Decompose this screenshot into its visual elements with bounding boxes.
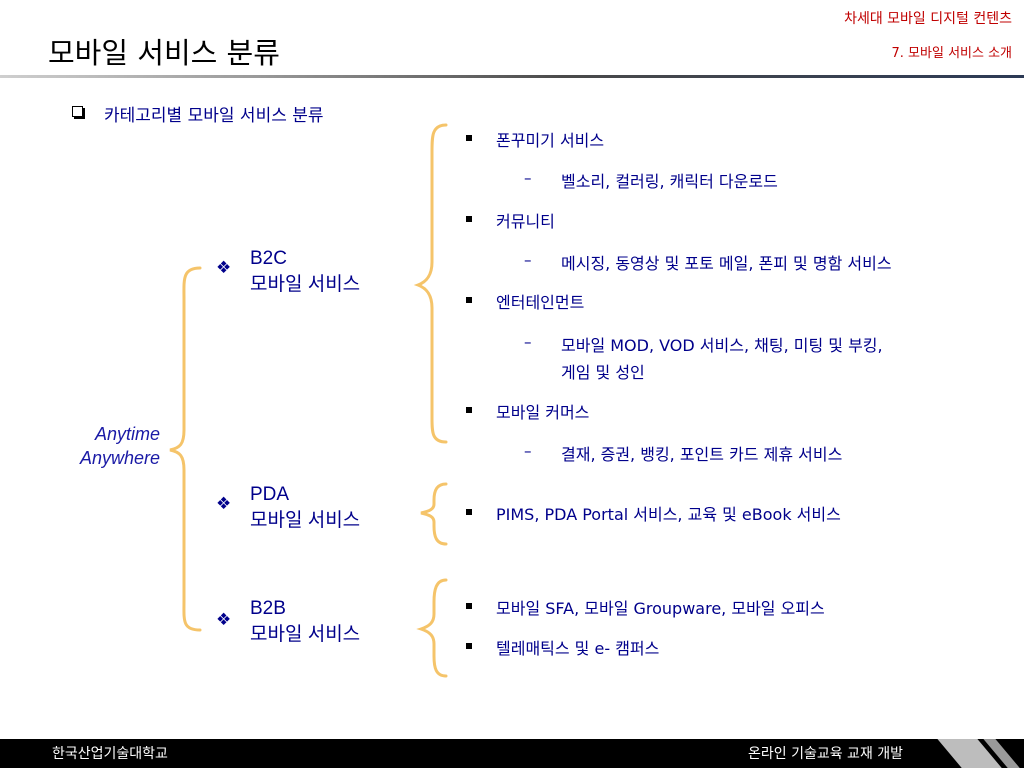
list-bullet [466,135,472,141]
category-pda-name: PDA [250,484,290,505]
list-bullet [466,407,472,413]
section-title: 카테고리별 모바일 서비스 분류 [104,106,324,126]
sub-list-item: 결재, 증권, 뱅킹, 포인트 카드 제휴 서비스 [561,445,843,464]
list-item: PIMS, PDA Portal 서비스, 교육 및 eBook 서비스 [496,505,841,524]
sub-list-item: 모바일 MOD, VOD 서비스, 채팅, 미팅 및 부킹, [561,336,883,355]
sub-bullet-dash: – [524,442,532,460]
list-bullet [466,297,472,303]
list-item: 텔레매틱스 및 e- 캠퍼스 [496,639,660,658]
sub-bullet-dash: – [524,251,532,269]
category-bullet-icon: ❖ [216,494,232,514]
list-item: 모바일 커머스 [496,403,590,422]
sub-bullet-dash: – [524,333,532,351]
footer-bar: 한국산업기술대학교 온라인 기술교육 교재 개발 [0,739,1024,768]
pda-brace [420,482,448,546]
root-label-anytime: Anytime [94,424,160,444]
list-item: 커뮤니티 [496,212,555,231]
category-b2c: B2C 모바일 서비스 [250,246,360,298]
footer-caption: 온라인 기술교육 교재 개발 [748,746,904,762]
category-b2b: B2B 모바일 서비스 [250,596,360,648]
list-bullet [466,643,472,649]
root-label-anywhere: Anywhere [79,448,160,468]
sub-list-item: 게임 및 성인 [561,363,645,382]
category-bullet-icon: ❖ [216,258,232,278]
category-pda: PDA 모바일 서비스 [250,482,360,534]
header-divider [0,75,1024,78]
list-bullet [466,216,472,222]
category-bullet-icon: ❖ [216,610,232,630]
sub-list-item: 벨소리, 컬러링, 캐릭터 다운로드 [561,172,778,191]
b2b-brace [416,578,448,678]
category-b2b-subtitle: 모바일 서비스 [250,624,361,645]
list-bullet [466,603,472,609]
chapter-title: 7. 모바일 서비스 소개 [891,46,1012,61]
root-brace [169,266,202,632]
category-b2b-name: B2B [250,598,286,619]
sub-bullet-dash: – [524,169,532,187]
list-item: 폰꾸미기 서비스 [496,131,605,150]
footer-school: 한국산업기술대학교 [52,746,168,762]
category-pda-subtitle: 모바일 서비스 [250,510,361,531]
category-b2c-name: B2C [250,248,287,269]
list-item: 모바일 SFA, 모바일 Groupware, 모바일 오피스 [496,599,825,618]
course-title: 차세대 모바일 디지털 컨텐츠 [844,11,1012,27]
list-bullet [466,509,472,515]
b2c-brace [413,123,448,444]
slide-title: 모바일 서비스 분류 [48,36,280,70]
list-item: 엔터테인먼트 [496,293,585,312]
checkbox-square-icon [72,106,83,117]
category-b2c-subtitle: 모바일 서비스 [250,274,361,295]
sub-list-item: 메시징, 동영상 및 포토 메일, 폰피 및 명함 서비스 [561,254,892,273]
brace-diagram [169,123,448,678]
